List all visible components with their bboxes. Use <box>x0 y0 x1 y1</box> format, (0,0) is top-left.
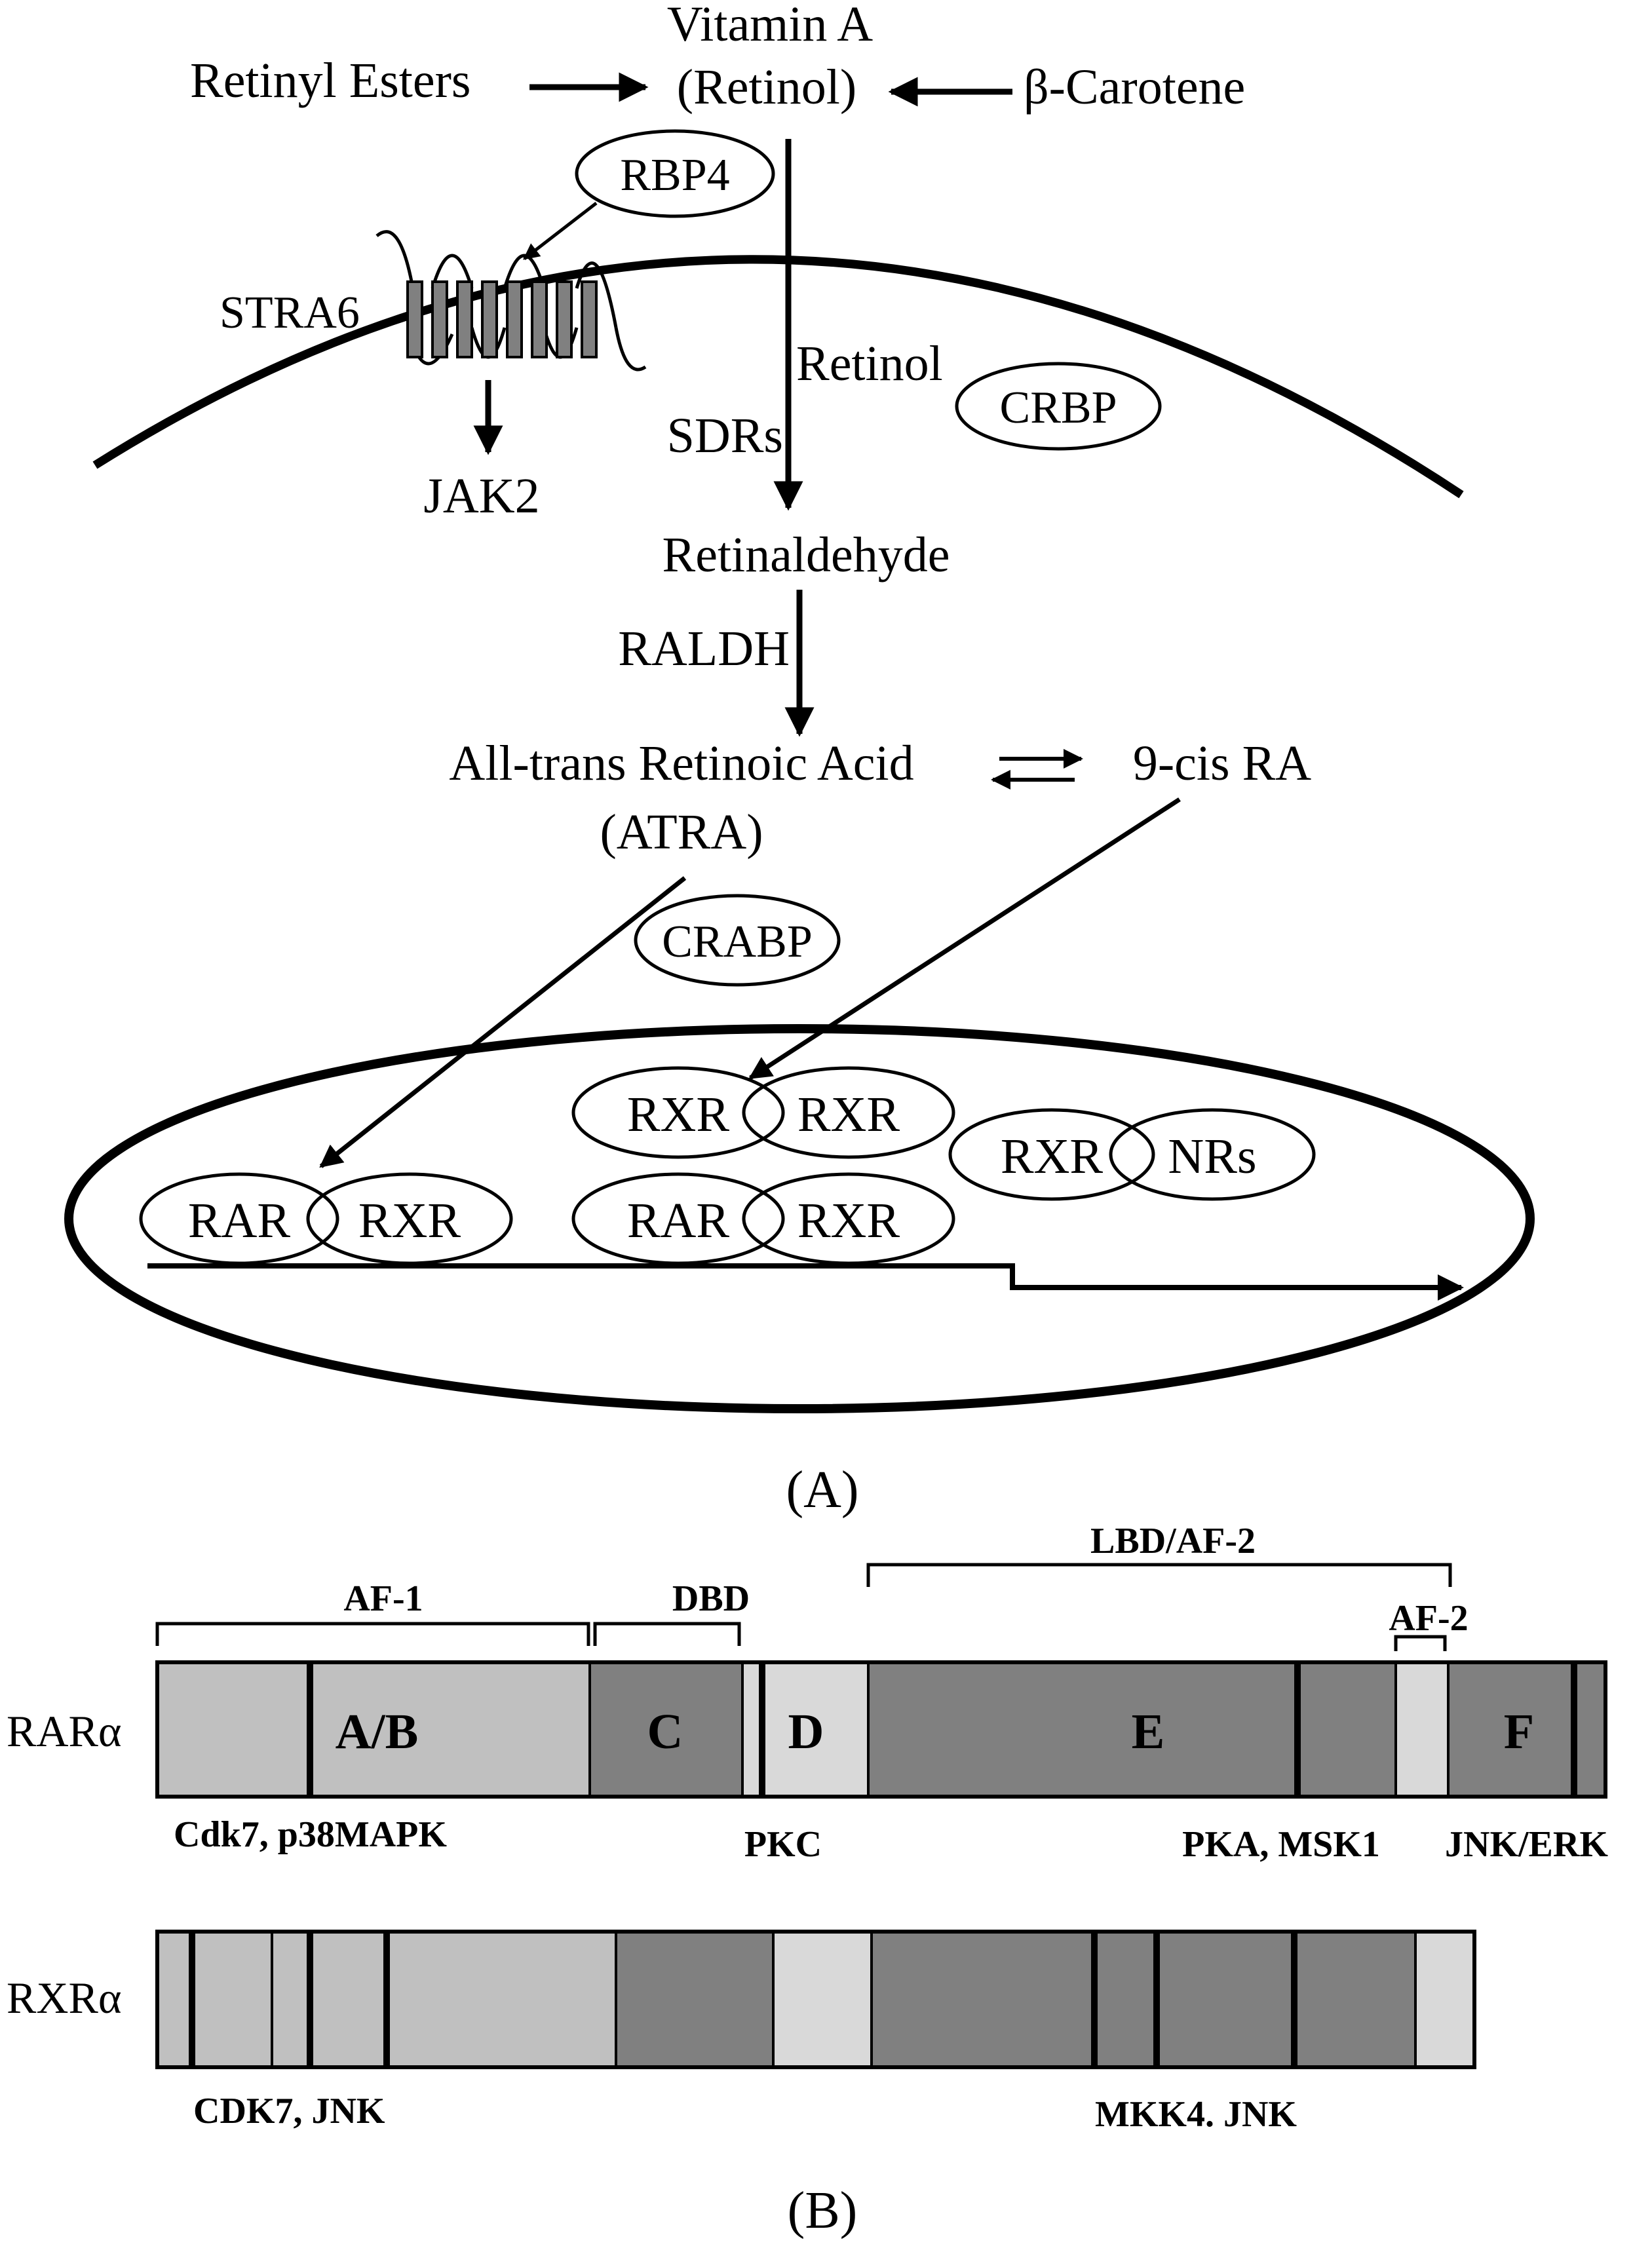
dbd-bracket <box>593 1622 741 1646</box>
atra-name-label: All-trans Retinoic Acid <box>449 736 913 791</box>
segment-c-label: C <box>647 1704 683 1759</box>
kinase-jnk-erk: JNK/ERK <box>1445 1824 1608 1865</box>
rar-alpha-label: RARα <box>7 1706 121 1756</box>
kinase-cdk7-p38mapk: Cdk7, p38MAPK <box>174 1814 447 1855</box>
vitamin-a-label: Vitamin A <box>667 0 873 52</box>
crabp-label: CRABP <box>662 917 813 967</box>
arrow-rbp4-to-stra6 <box>523 202 598 260</box>
stra6-receptor <box>375 230 647 372</box>
rxr-label-1: RXR <box>358 1193 461 1248</box>
rxr-label-3: RXR <box>797 1193 900 1248</box>
rxr-label-2a: RXR <box>627 1087 730 1142</box>
af1-bracket <box>155 1622 590 1646</box>
nine-cis-ra-label: 9-cis RA <box>1133 736 1311 791</box>
raldh-label: RALDH <box>618 621 790 676</box>
beta-carotene-label: β-Carotene <box>1024 60 1245 115</box>
rbp4-label: RBP4 <box>620 150 729 200</box>
cell-membrane <box>92 255 1464 499</box>
rxr-ellipse-2a <box>571 1066 785 1159</box>
nrs-label: NRs <box>1168 1129 1256 1184</box>
retinyl-esters-label: Retinyl Esters <box>190 53 471 108</box>
lbd-af2-label: LBD/AF-2 <box>1090 1521 1256 1561</box>
segment-d-label: D <box>788 1704 824 1759</box>
dna-transcription-line <box>147 1263 1464 1301</box>
kinase-pka-msk1: PKA, MSK1 <box>1182 1824 1380 1865</box>
rbp4-ellipse <box>575 129 775 218</box>
af2-label: AF-2 <box>1389 1598 1468 1639</box>
panel-a: Vitamin A (Retinol) Retinyl Esters β-Car… <box>64 0 1535 1519</box>
retinol-label: Retinol <box>796 336 943 391</box>
rar-alpha-bar <box>155 1660 1607 1799</box>
arrow-9cis-to-rxr <box>748 797 1181 1080</box>
arrow-atra-to-rar <box>319 876 687 1168</box>
panel-b: AF-1 DBD LBD/AF-2 AF-2 RARα <box>7 1521 1608 2240</box>
kinase-cdk7-jnk: CDK7, JNK <box>193 2091 385 2131</box>
retinol-paren-label: (Retinol) <box>677 60 856 115</box>
dbd-label: DBD <box>672 1578 750 1619</box>
nrs-ellipse <box>1109 1108 1316 1201</box>
lbd-af2-bracket <box>866 1563 1452 1587</box>
rxr-label-4: RXR <box>1001 1129 1104 1184</box>
crbp-label: CRBP <box>1000 383 1117 433</box>
rxr-ellipse-4 <box>948 1108 1155 1201</box>
equilibrium-arrows <box>991 749 1083 790</box>
rxr-ellipse-2b <box>742 1066 955 1159</box>
segment-ab-label: A/B <box>336 1704 419 1759</box>
panel-a-label: (A) <box>786 1461 858 1519</box>
rxr-alpha-bar <box>155 1930 1476 2069</box>
segment-f-label: F <box>1504 1704 1534 1759</box>
rar-label-1: RAR <box>188 1193 291 1248</box>
rar-label-3: RAR <box>627 1193 730 1248</box>
kinase-mkk4-jnk: MKK4. JNK <box>1095 2094 1297 2135</box>
stra6-label: STRA6 <box>220 288 360 338</box>
sdrs-label: SDRs <box>667 408 783 463</box>
af1-label: AF-1 <box>343 1578 423 1619</box>
retinaldehyde-label: Retinaldehyde <box>663 527 950 582</box>
segment-e-label: E <box>1132 1704 1165 1759</box>
nucleus <box>64 1024 1535 1413</box>
kinase-pkc: PKC <box>744 1824 822 1865</box>
crbp-ellipse <box>955 362 1162 451</box>
crabp-ellipse <box>634 894 841 987</box>
jak2-label: JAK2 <box>423 468 539 524</box>
atra-abbr-label: (ATRA) <box>600 805 763 860</box>
panel-b-label: (B) <box>788 2182 858 2240</box>
rxr-label-2b: RXR <box>797 1087 900 1142</box>
rxr-alpha-label: RXRα <box>7 1973 121 2023</box>
af2-bracket <box>1394 1635 1447 1651</box>
